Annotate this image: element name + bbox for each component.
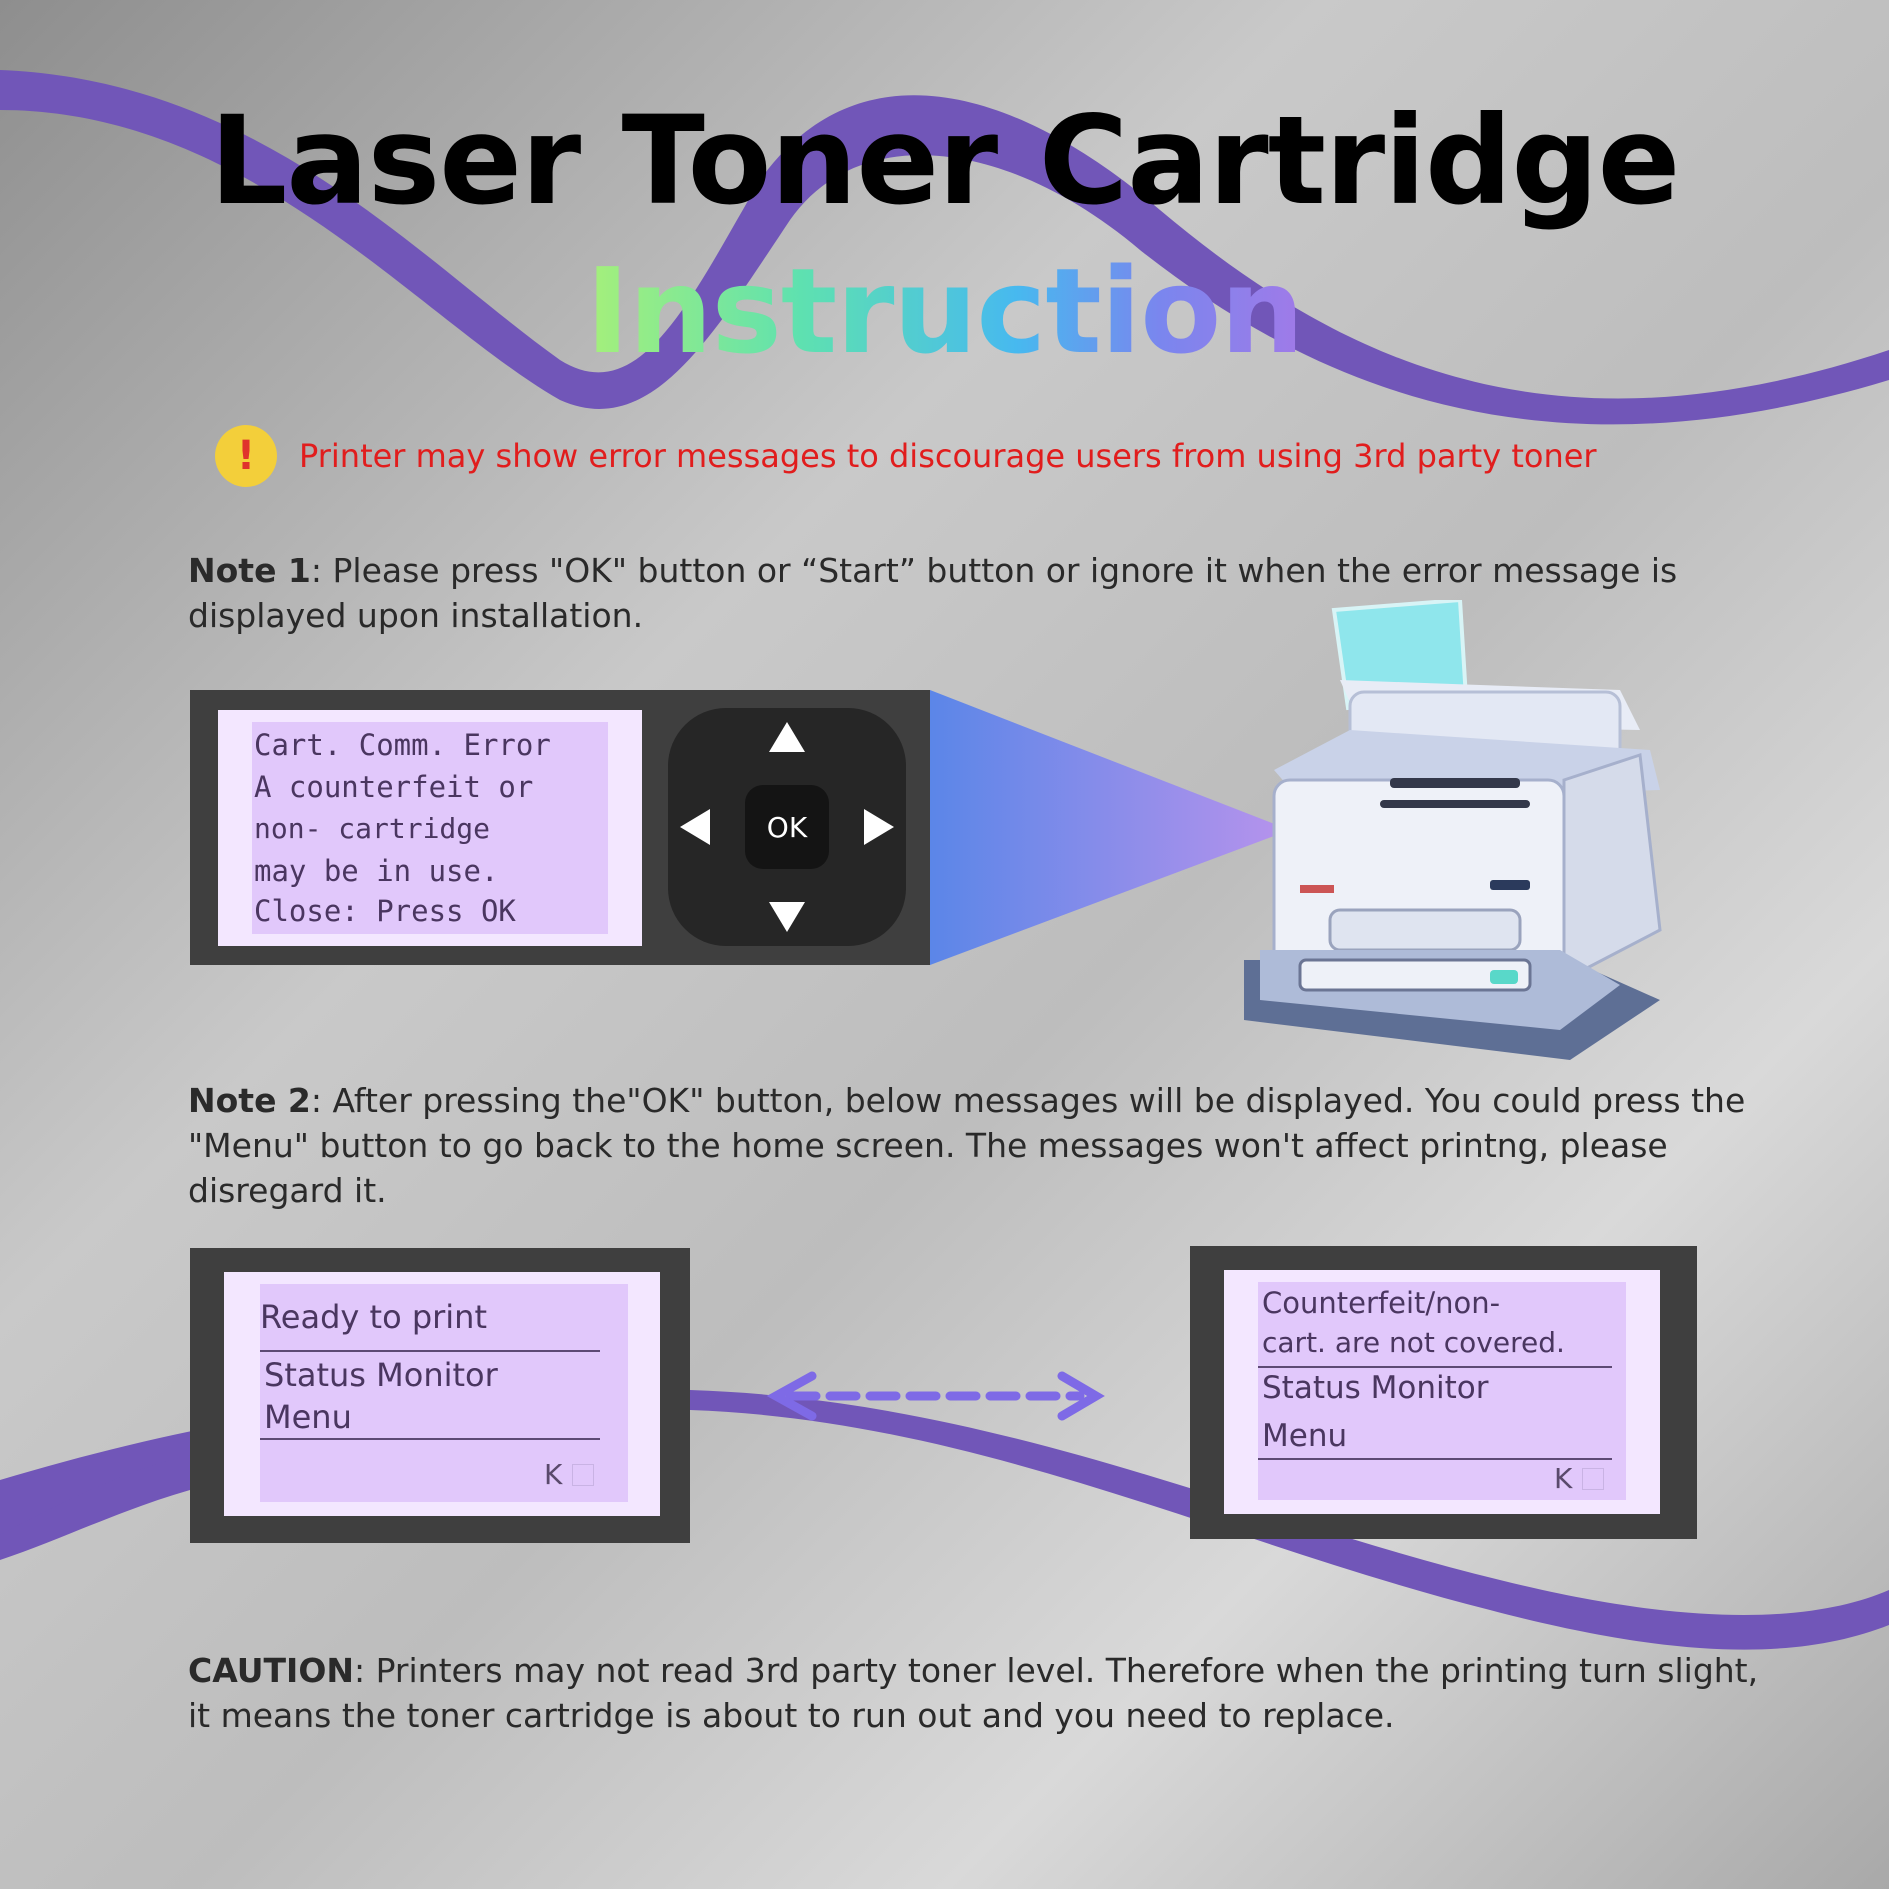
page-subtitle: Instruction: [585, 242, 1305, 380]
error-lcd: Cart. Comm. Error A counterfeit or non- …: [218, 710, 642, 946]
error-line-1: Cart. Comm. Error: [254, 728, 551, 762]
warning-row: ! Printer may show error messages to dis…: [215, 425, 1597, 487]
screen-right-line-2: cart. are not covered.: [1262, 1326, 1565, 1359]
double-arrow: [766, 1371, 1105, 1421]
screen-left-line-3: Menu: [264, 1398, 352, 1436]
screen-left: Ready to print Status Monitor Menu K: [190, 1248, 690, 1543]
screen-right-line-3: Status Monitor: [1262, 1370, 1489, 1406]
printer-icon: [1244, 600, 1662, 1060]
note-2: Note 2: After pressing the"OK" button, b…: [188, 1081, 1746, 1210]
error-panel: Cart. Comm. Error A counterfeit or non- …: [190, 690, 930, 965]
screen-right-line-4: Menu: [1262, 1418, 1348, 1454]
caution-note: CAUTION: Printers may not read 3rd party…: [188, 1651, 1759, 1735]
screen-left-line-2: Status Monitor: [264, 1356, 498, 1394]
error-line-4: may be in use.: [254, 854, 499, 888]
arrow-right-icon[interactable]: [864, 809, 894, 845]
exclamation-icon: !: [215, 425, 277, 487]
error-line-2: A counterfeit or: [254, 770, 534, 804]
arrow-up-icon[interactable]: [769, 722, 805, 752]
warning-text: Printer may show error messages to disco…: [299, 437, 1597, 475]
toner-k-indicator-right: K: [1554, 1462, 1605, 1495]
error-line-3: non- cartridge: [254, 812, 491, 845]
arrow-left-icon[interactable]: [680, 809, 710, 845]
bottom-wave: [0, 1388, 1889, 1650]
top-wave: [0, 70, 1889, 425]
note-1: Note 1: Please press "OK" button or “Sta…: [188, 551, 1678, 635]
error-line-5: Close: Press OK: [254, 894, 516, 928]
toner-k-indicator: K: [544, 1458, 595, 1491]
screen-left-line-1: Ready to print: [260, 1298, 487, 1336]
screen-right: Counterfeit/non- cart. are not covered. …: [1190, 1246, 1697, 1539]
ok-button[interactable]: OK: [745, 785, 829, 869]
dpad[interactable]: OK: [668, 708, 906, 946]
screen-right-line-1: Counterfeit/non-: [1262, 1286, 1501, 1320]
page-title: Laser Toner Cartridge: [209, 90, 1681, 232]
arrow-down-icon[interactable]: [769, 902, 805, 932]
screen-beam: [930, 690, 1290, 965]
